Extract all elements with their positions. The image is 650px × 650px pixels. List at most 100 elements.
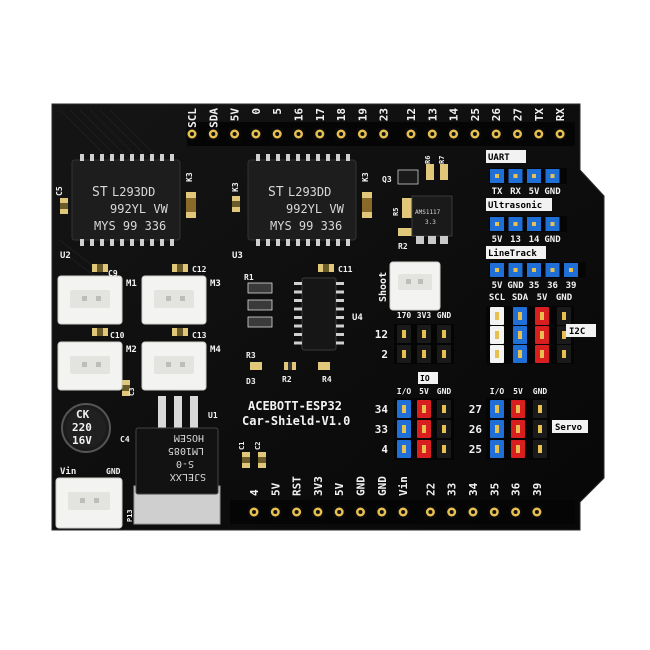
u4-lead — [336, 299, 344, 302]
top-label-14: 26 — [490, 108, 503, 122]
io2-pin-r2-c2-pin — [442, 445, 446, 453]
uart-label-1: RX — [510, 187, 521, 197]
driver-line2: 992YL VW — [110, 202, 169, 216]
driver-lead — [140, 154, 144, 161]
driver-lead — [306, 239, 310, 246]
driver-lead — [110, 239, 114, 246]
servo-head-1: 5V — [513, 387, 523, 396]
label-m3: M3 — [210, 279, 221, 289]
io-pin-r1-c2-pin — [442, 350, 446, 358]
bottom-pin-1-hole — [273, 510, 278, 514]
uart-pin-1-tip — [513, 174, 518, 178]
uart-pin-2-tip — [532, 174, 536, 178]
connector-m3 — [141, 275, 207, 325]
u4-lead — [336, 282, 344, 285]
bottom-pin-4-hole — [337, 510, 342, 514]
linetrack-label-3: 36 — [547, 281, 558, 291]
u4-lead — [294, 333, 302, 336]
driver-lead — [326, 154, 330, 161]
ams-line1: AMS1117 — [415, 209, 441, 216]
driver-lead — [130, 154, 134, 161]
io-pin-r0-c1-pin — [422, 330, 426, 338]
io2-pin-r1-c1-pin — [422, 425, 426, 433]
io2-pin-r1-c2-pin — [442, 425, 446, 433]
io-pin-r1-c0-pin — [402, 350, 406, 358]
i2c-pin-r1-c0-pin — [495, 331, 499, 339]
bottom-label-1: 5V — [269, 482, 282, 496]
io2-pin-r0-c1-pin — [422, 405, 426, 413]
label-d3: D3 — [246, 377, 256, 386]
ultrasonic-pin-2-tip — [532, 222, 536, 226]
top-pin-14-hole — [451, 132, 456, 136]
io-head-1: 3V3 — [417, 311, 432, 320]
i2c-title: I2C — [569, 327, 585, 337]
bottom-pin-12-hole — [513, 510, 518, 514]
label-m1: M1 — [126, 279, 137, 289]
i2c-pin-r0-c1-pin — [518, 312, 522, 320]
label-shoot: Shoot — [378, 272, 389, 302]
u4-lead — [336, 316, 344, 319]
u4-lead — [336, 324, 344, 328]
bottom-pin-2-hole — [294, 510, 299, 514]
driver-line3: MYS 99 336 — [94, 219, 166, 233]
i2c-pin-r0-c0-pin — [495, 312, 499, 320]
motor-driver-u2: ST L293DD 992YL VW MYS 99 336 U2 C5 K3 — [55, 154, 194, 261]
top-label-17: RX — [554, 108, 567, 122]
u4-lead — [294, 299, 302, 302]
ultrasonic-label-0: 5V — [492, 235, 503, 245]
label-p13: P13 — [126, 509, 134, 522]
motor-connectors: M1 M3 M2 M4 — [57, 275, 221, 391]
label-c10: C10 — [110, 331, 125, 340]
i2c-label-1: SDA — [512, 293, 529, 303]
bottom-label-12: 36 — [510, 482, 523, 496]
label-r6: R6 — [424, 156, 432, 164]
driver-lead — [150, 154, 154, 161]
linetrack-pin-3-tip — [550, 268, 555, 272]
servo-pin-r1-c0-pin — [495, 425, 499, 433]
io2-row-0: 34 — [375, 403, 389, 416]
top-label-11: 13 — [426, 108, 439, 121]
driver-lead — [266, 154, 270, 161]
i2c-pin-r0-c3-pin — [562, 312, 566, 320]
bottom-label-3: 3V3 — [312, 476, 325, 496]
u4-lead — [294, 290, 302, 294]
linetrack-pin-1-tip — [513, 268, 518, 272]
u4-lead — [294, 341, 302, 345]
driver-lead — [90, 154, 94, 161]
cap-line1: CK — [76, 408, 90, 421]
regulator-line1: SJELXX — [170, 471, 206, 482]
linetrack-pin-0-tip — [495, 268, 499, 272]
top-label-10: 12 — [405, 108, 418, 121]
io2-row-1: 33 — [375, 423, 388, 436]
io2-row-2: 4 — [381, 443, 388, 456]
label-k3-3: K3 — [361, 172, 370, 182]
io-pin-r0-c2-pin — [442, 330, 446, 338]
top-pin-12-hole — [409, 132, 413, 136]
label-r1: R1 — [244, 273, 254, 282]
top-label-4: 5 — [271, 108, 284, 115]
u4-lead — [294, 324, 302, 328]
driver-lead — [286, 154, 290, 161]
component-labels: C9 C12 C10 C13 C11 R1 R2 R3 D3 R2 R4 R5 … — [108, 156, 446, 522]
connector-m1 — [57, 275, 123, 325]
ultrasonic-pin-1-tip — [513, 222, 518, 226]
driver-lead — [286, 239, 290, 246]
bottom-label-4: 5V — [333, 482, 346, 496]
driver-lead — [110, 154, 114, 161]
top-pin-16-hole — [296, 132, 301, 136]
u4-lead — [336, 290, 344, 294]
bottom-pin-6-hole — [379, 510, 384, 514]
cap-line3: 16V — [72, 434, 92, 447]
label-u1: U1 — [208, 411, 218, 420]
bottom-label-2: RST — [291, 476, 304, 496]
i2c-pin-r1-c1-pin — [518, 331, 522, 339]
top-label-12: 14 — [448, 108, 461, 122]
top-label-16: TX — [533, 108, 546, 122]
top-pin-26-hole — [494, 132, 499, 136]
top-pin-sda-hole — [211, 132, 216, 136]
servo-pin-r1-c1-pin — [516, 425, 520, 433]
uart-label-2: 5V — [529, 187, 540, 197]
driver-brand: ST — [92, 185, 108, 200]
